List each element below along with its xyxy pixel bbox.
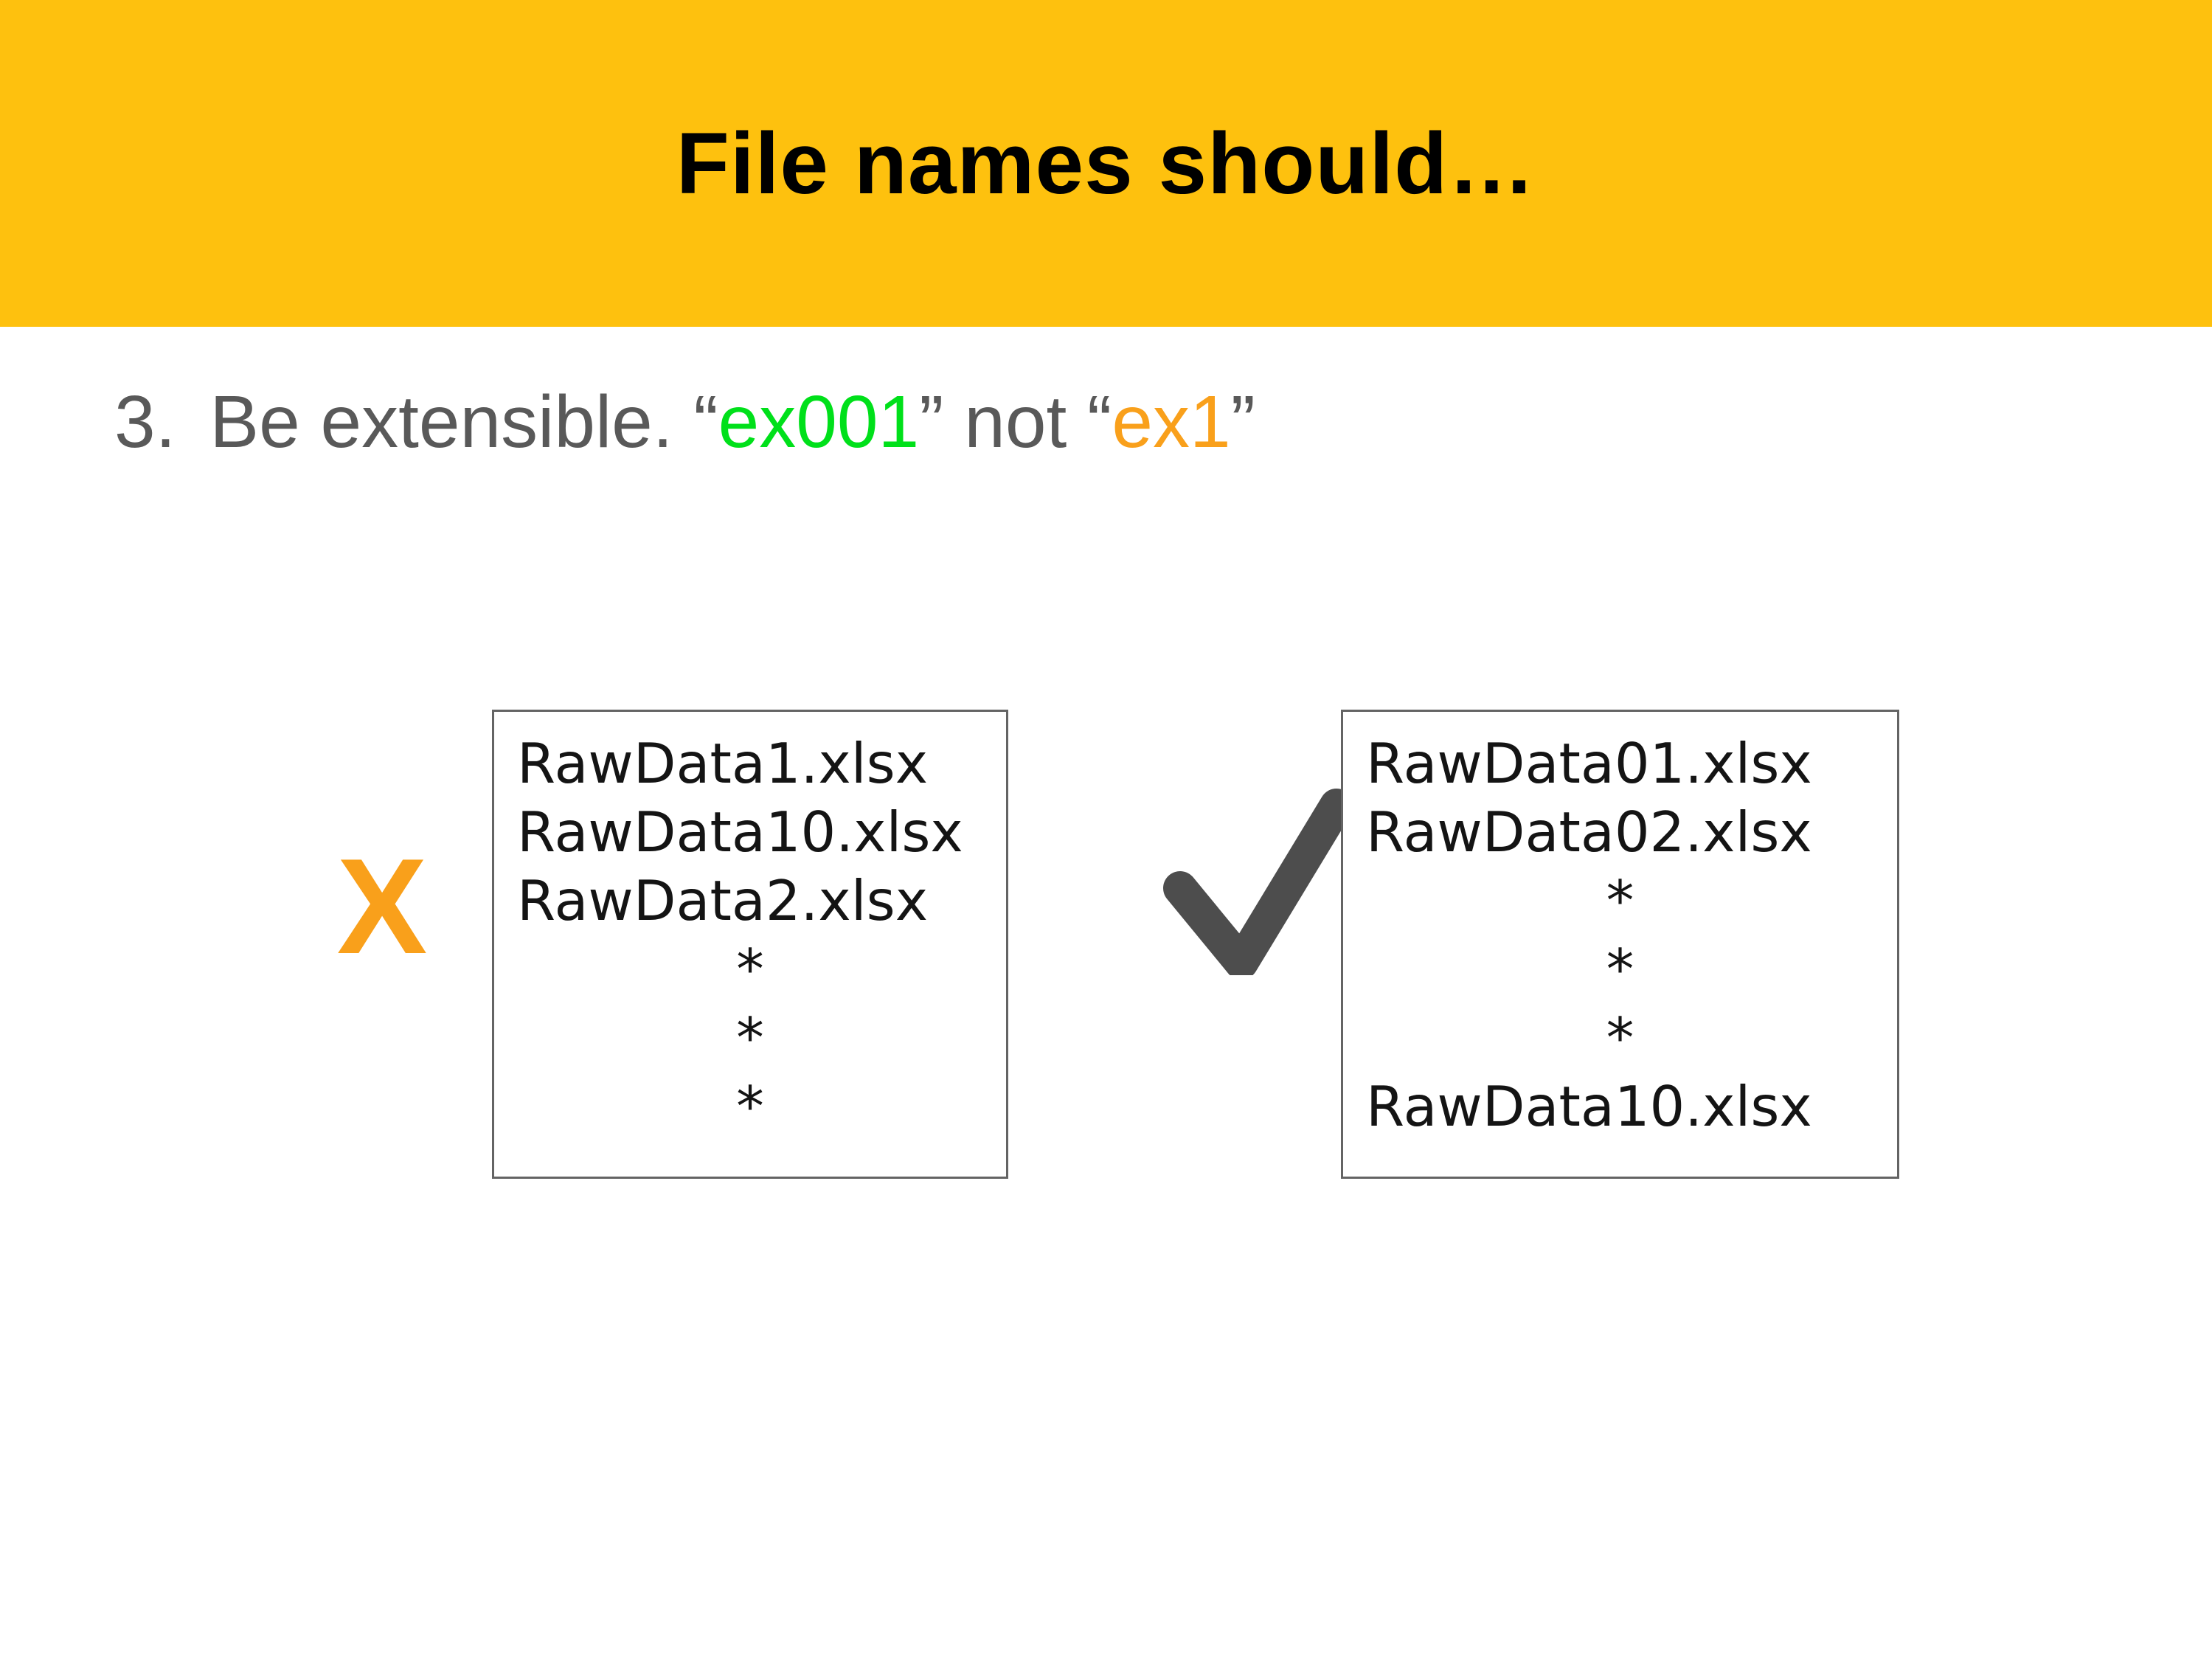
good-example-text: ex001: [718, 381, 920, 463]
file-name: RawData02.xlsx: [1366, 800, 1812, 865]
file-name: RawData2.xlsx: [517, 868, 929, 933]
file-name: RawData10.xlsx: [517, 800, 963, 865]
file-name: RawData10.xlsx: [1366, 1074, 1812, 1139]
bad-example-text: ex1: [1112, 381, 1231, 463]
point-prefix: Be extensible. “: [209, 381, 718, 463]
good-filenames-box: RawData01.xlsx RawData02.xlsx * * * RawD…: [1341, 710, 1899, 1179]
ellipsis-asterisk: *: [736, 1005, 764, 1070]
point-suffix: ”: [1230, 381, 1255, 463]
slide-title: File names should…: [676, 114, 1536, 212]
ellipsis-asterisk: *: [736, 937, 764, 1002]
checkmark-icon: [1158, 783, 1353, 980]
point-text: Be extensible. “ex001” not “ex1”: [209, 378, 1255, 466]
title-banner: File names should…: [0, 0, 2212, 327]
x-mark-icon: X: [336, 830, 428, 982]
checkmark-svg: [1163, 789, 1353, 980]
ellipsis-asterisk: *: [1606, 937, 1634, 1002]
ellipsis-asterisk: *: [1606, 868, 1634, 933]
ellipsis-asterisk: *: [1606, 1005, 1634, 1070]
file-name: RawData01.xlsx: [1366, 731, 1812, 796]
point-line: 3. Be extensible. “ex001” not “ex1”: [114, 378, 1255, 466]
file-name: RawData1.xlsx: [517, 731, 929, 796]
ellipsis-asterisk: *: [736, 1074, 764, 1139]
point-number: 3.: [114, 381, 176, 463]
bad-filenames-box: RawData1.xlsx RawData10.xlsx RawData2.xl…: [492, 710, 1008, 1179]
point-middle: ” not “: [919, 381, 1112, 463]
